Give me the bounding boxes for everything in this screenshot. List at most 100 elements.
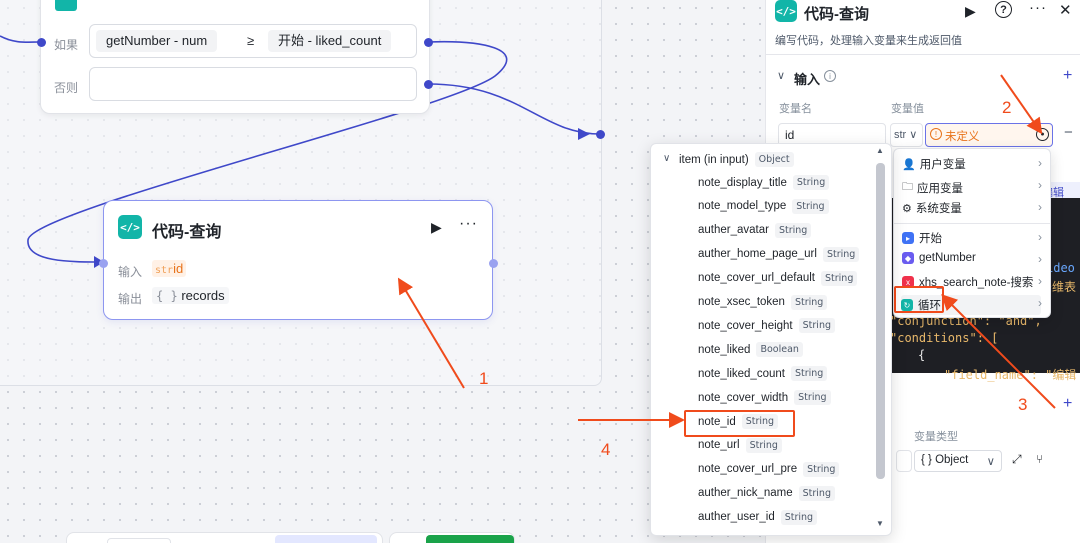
tree-root-item[interactable]: item (in input) Object [679,152,794,167]
folder-icon: 🗀 [902,181,913,193]
variable-item-type: String [741,414,779,429]
chevron-right-icon: › [1038,156,1042,170]
variable-item-name: note_display_title [698,176,787,189]
code-node-title: 代码-查询 [152,224,222,241]
scroll-up-icon[interactable]: ▲ [876,146,884,155]
condition-node-icon [55,0,77,11]
code-input-port[interactable] [99,259,108,268]
menu-getnumber-label: getNumber [919,252,976,264]
branch-icon[interactable]: ⑂ [1036,452,1044,466]
variable-source-icon[interactable]: ● [1036,128,1049,141]
chevron-right-icon: › [1038,178,1042,192]
chevron-right-icon: › [1038,274,1042,288]
toolbar-field[interactable] [107,538,171,543]
menu-loop[interactable]: ↻ 循环 [901,295,1041,315]
col-var-type: 变量类型 [914,431,958,443]
menu-getnumber[interactable]: ◆ getNumber [902,252,976,264]
variable-source-menu: 👤用户变量 › 🗀应用变量 › ⚙系统变量 › ▸开始 › ◆getNumber… [893,148,1051,318]
code-input-label: 输入 [118,265,143,279]
output-type-select[interactable]: { } Object ∨ [914,450,1002,472]
help-icon[interactable]: ? [995,1,1012,18]
left-operand[interactable]: getNumber - num [96,30,218,52]
menu-xhs-search-label: xhs_search_note-搜索 [919,277,1034,289]
operator[interactable]: ≥ [247,33,255,48]
menu-app-variables[interactable]: 🗀应用变量 [902,178,963,197]
if-output-port[interactable] [424,38,433,47]
list-scrollbar[interactable]: ▲ ▼ [874,146,886,530]
scroll-down-icon[interactable]: ▼ [876,519,884,528]
edge-if-to-code [27,40,508,263]
more-icon[interactable]: ··· [459,215,478,232]
expand-icon[interactable]: ⤢ [1012,452,1022,466]
loop-node-icon: ↻ [901,299,913,311]
else-condition-box[interactable] [89,67,417,101]
menu-system-variables[interactable]: ⚙系统变量 [902,200,962,216]
tree-root-name: item (in input) [679,153,749,166]
tree-root-type: Object [754,152,794,167]
plugin-node-icon: ◆ [902,252,914,264]
add-input-icon[interactable]: + [1063,67,1073,84]
variable-item-name: note_cover_url_pre [698,463,798,476]
list-scroll-thumb[interactable] [876,163,885,479]
loop-output-port[interactable] [596,130,605,139]
info-icon: i [824,70,836,82]
test-run-button[interactable] [426,535,514,543]
output-name-field[interactable] [896,450,912,472]
user-icon: 👤 [902,158,916,171]
col-var-name: 变量名 [779,103,812,115]
run-icon[interactable]: ▶ [431,219,442,235]
condition-node[interactable]: 如果 getNumber - num ≥ 开始 - liked_count 否则 [37,0,433,114]
annotation-2: 2 [1002,98,1012,117]
menu-user-variables[interactable]: 👤用户变量 [902,156,966,172]
input-collapse-icon[interactable]: ∨ [777,70,786,82]
variable-item-name: note_xsec_token [698,296,785,308]
variable-item-name: auther_nick_name [698,487,793,500]
variable-item-type: String [803,461,840,477]
menu-divider [894,223,1050,224]
panel-title: 代码-查询 [804,6,869,23]
input-type-select[interactable]: str ∨ [890,123,923,147]
remove-input-icon[interactable]: − [1064,124,1073,141]
condition-input-port[interactable] [37,38,46,47]
menu-loop-label: 循环 [918,300,941,312]
str-type-tag: str [155,265,174,276]
panel-close-icon[interactable]: ✕ [1059,2,1072,19]
tree-collapse-icon[interactable]: ∨ [663,153,671,164]
add-output-icon[interactable]: + [1063,395,1073,412]
variable-item[interactable]: note_cover_url_pre String [698,461,840,477]
panel-run-icon[interactable]: ▶ [965,3,976,19]
panel-more-icon[interactable]: ··· [1029,0,1047,16]
toolbar-button[interactable] [275,535,377,543]
variable-tree-list: ∨ item (in input) Object note_display_tit… [650,143,892,536]
output-type-value: { } Object [921,454,969,466]
edge-incoming [0,35,41,44]
code-query-node[interactable]: </> 代码-查询 ▶ ··· 输入 strid 输出 { } records [99,200,498,320]
code-output-port[interactable] [489,259,498,268]
variable-item-type: String [780,509,818,525]
input-name-value: id [785,128,795,142]
annotation-1: 1 [479,369,489,388]
right-operand[interactable]: 开始 - liked_count [268,30,392,52]
variable-item-type: String [794,390,831,406]
menu-start[interactable]: ▸开始 [902,230,942,246]
undefined-label: 未定义 [945,131,980,143]
else-output-port[interactable] [424,80,433,89]
arrow-1 [397,277,465,389]
variable-item-name: note_liked_count [698,367,785,380]
if-condition-box[interactable]: getNumber - num ≥ 开始 - liked_count [89,24,417,58]
